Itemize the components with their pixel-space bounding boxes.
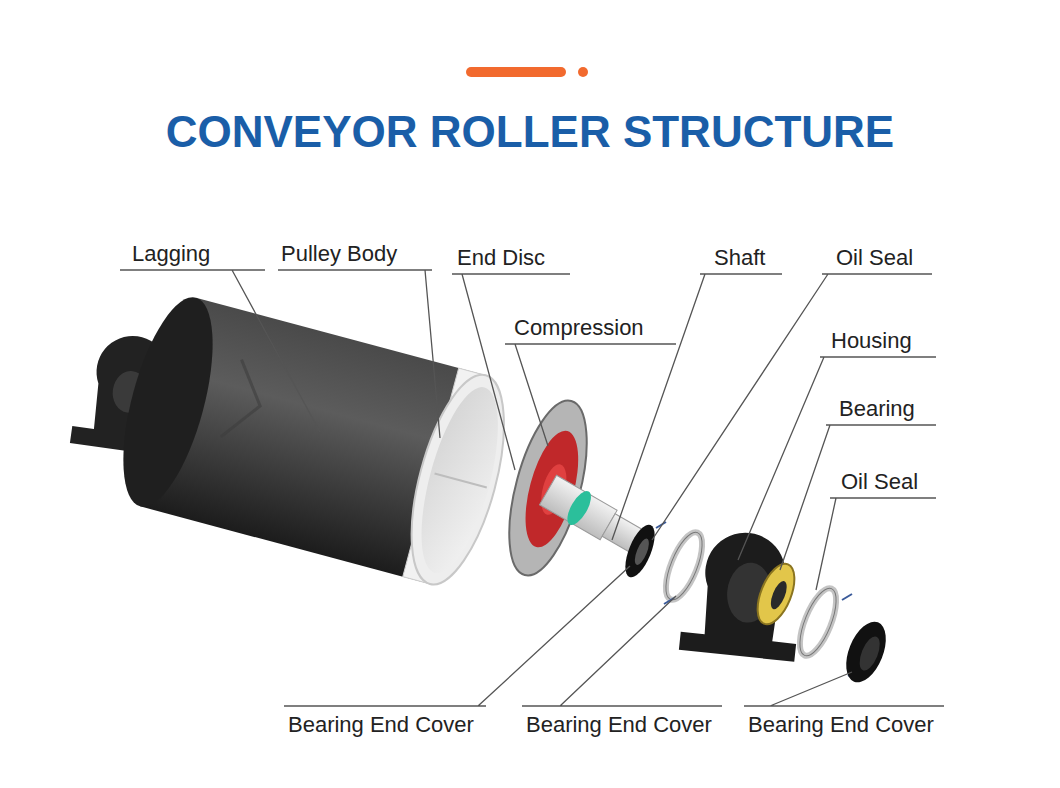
title: CONVEYOR ROLLER STRUCTURE [0, 106, 1060, 158]
oil-seal [619, 521, 660, 581]
end-cap [838, 616, 893, 688]
leader-lines [120, 270, 944, 706]
end-disc [494, 393, 602, 583]
part-label: Compression [513, 315, 645, 341]
part-label: Oil Seal [835, 245, 914, 271]
end-cover-ring [658, 528, 709, 604]
part-label: Oil Seal [840, 469, 919, 495]
part-label: Bearing End Cover [287, 712, 475, 738]
part-label: Lagging [131, 241, 211, 267]
part-label: Pulley Body [280, 241, 398, 267]
part-label: Bearing End Cover [525, 712, 713, 738]
roller-body [105, 288, 522, 593]
screws [656, 522, 858, 676]
part-label: End Disc [456, 245, 546, 271]
bearing [750, 559, 802, 630]
part-label: Bearing [838, 396, 916, 422]
decor-dot [578, 67, 588, 77]
oil-seal-ring [792, 584, 843, 660]
part-label: Shaft [713, 245, 766, 271]
part-label: Housing [830, 328, 913, 354]
decor-bar [466, 67, 566, 77]
part-label: Bearing End Cover [747, 712, 935, 738]
